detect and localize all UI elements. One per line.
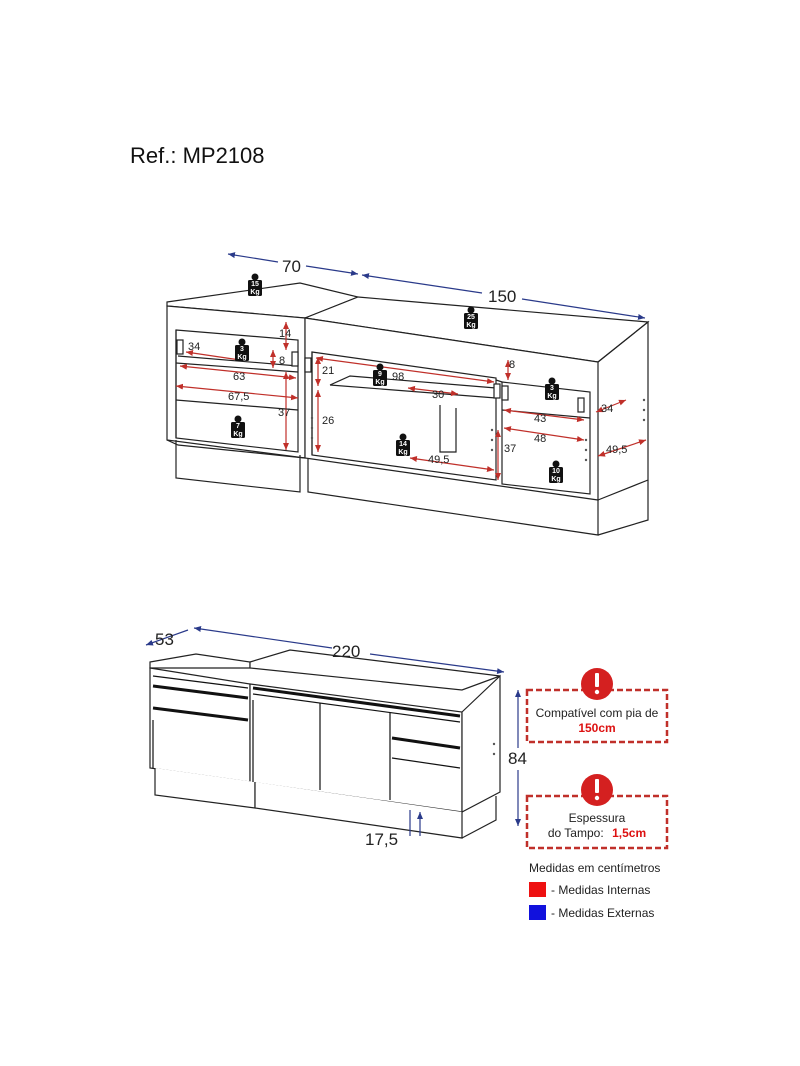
weight-icon: 25 Kg xyxy=(464,306,478,329)
external-dimensions-top xyxy=(227,252,646,320)
svg-text:3: 3 xyxy=(240,346,244,353)
legend-swatch-internal xyxy=(529,882,546,897)
top-thickness-callout: Espessura do Tampo: 1,5cm xyxy=(525,774,669,850)
warning-icon xyxy=(581,774,613,806)
weight-icon: 3 Kg xyxy=(545,377,559,400)
dim-width-right: 150 xyxy=(488,287,516,306)
open-cabinet-drawing xyxy=(166,282,650,536)
dim-r-48: 48 xyxy=(534,433,546,445)
weight-icon: 9 Kg xyxy=(373,363,387,386)
dim-c-26: 26 xyxy=(322,415,334,427)
reference-code: Ref.: MP2108 xyxy=(130,143,265,168)
peg-holes xyxy=(310,398,646,462)
svg-text:Kg: Kg xyxy=(375,379,384,386)
external-dimensions-front xyxy=(145,626,521,836)
dim-l-14: 14 xyxy=(279,328,291,340)
sink-callout-line1: Compatível com pia de xyxy=(536,706,659,720)
dim-r-49-5: 49,5 xyxy=(606,444,627,456)
dim-r-8: 8 xyxy=(509,359,515,371)
dim-height: 84 xyxy=(508,749,527,768)
warning-icon xyxy=(581,668,613,700)
weight-icon: 15 Kg xyxy=(248,273,262,296)
svg-text:10: 10 xyxy=(552,468,560,475)
top-callout-prefix: do Tampo: xyxy=(548,826,604,840)
svg-text:3: 3 xyxy=(550,385,554,392)
dim-r-37: 37 xyxy=(504,443,516,455)
dim-c-98: 98 xyxy=(392,371,404,383)
svg-text:Kg: Kg xyxy=(398,449,407,456)
dim-total-width: 220 xyxy=(332,642,360,661)
dim-depth: 53 xyxy=(155,630,174,649)
dim-l-63: 63 xyxy=(233,371,245,383)
dim-l-34: 34 xyxy=(188,341,200,353)
front-panels xyxy=(152,675,461,800)
dim-l-8: 8 xyxy=(279,355,285,367)
svg-text:Kg: Kg xyxy=(547,393,556,400)
svg-text:7: 7 xyxy=(236,423,240,430)
dim-r-34: 34 xyxy=(601,403,613,415)
top-callout-line1: Espessura xyxy=(569,811,626,825)
svg-text:9: 9 xyxy=(378,371,382,378)
svg-text:Kg: Kg xyxy=(466,322,475,329)
weight-icon: 14 Kg xyxy=(396,433,410,456)
svg-text:Kg: Kg xyxy=(233,431,242,438)
svg-text:25: 25 xyxy=(467,314,475,321)
dim-width-left: 70 xyxy=(282,257,301,276)
legend-label-internal: - Medidas Internas xyxy=(551,883,650,897)
dim-plinth: 17,5 xyxy=(365,830,398,849)
dim-r-43: 43 xyxy=(534,413,546,425)
dim-c-30: 30 xyxy=(432,389,444,401)
weight-icon: 10 Kg xyxy=(549,460,563,483)
top-callout-line2: do Tampo: 1,5cm xyxy=(548,824,646,841)
sink-callout: Compatível com pia de 150cm xyxy=(525,668,669,744)
top-callout-value: 1,5cm xyxy=(612,826,646,840)
legend: Medidas em centímetros - Medidas Interna… xyxy=(529,861,660,920)
svg-text:15: 15 xyxy=(251,281,259,288)
closed-cabinet-drawing xyxy=(149,649,501,839)
legend-label-external: - Medidas Externas xyxy=(551,906,654,920)
dim-l-37: 37 xyxy=(278,407,290,419)
svg-text:Kg: Kg xyxy=(551,476,560,483)
weight-icon: 7 Kg xyxy=(231,415,245,438)
peg-holes-front xyxy=(492,742,496,756)
dim-c-21: 21 xyxy=(322,365,334,377)
svg-text:14: 14 xyxy=(399,441,407,448)
legend-title: Medidas em centímetros xyxy=(529,861,660,875)
legend-swatch-external xyxy=(529,905,546,920)
svg-text:Kg: Kg xyxy=(237,354,246,361)
svg-text:Kg: Kg xyxy=(250,289,259,296)
dim-c-49-5: 49,5 xyxy=(428,454,449,466)
internal-dimensions-top xyxy=(175,322,647,480)
sink-callout-line2: 150cm xyxy=(578,721,615,735)
dim-l-67-5: 67,5 xyxy=(228,391,249,403)
weight-icon: 3 Kg xyxy=(235,338,249,361)
